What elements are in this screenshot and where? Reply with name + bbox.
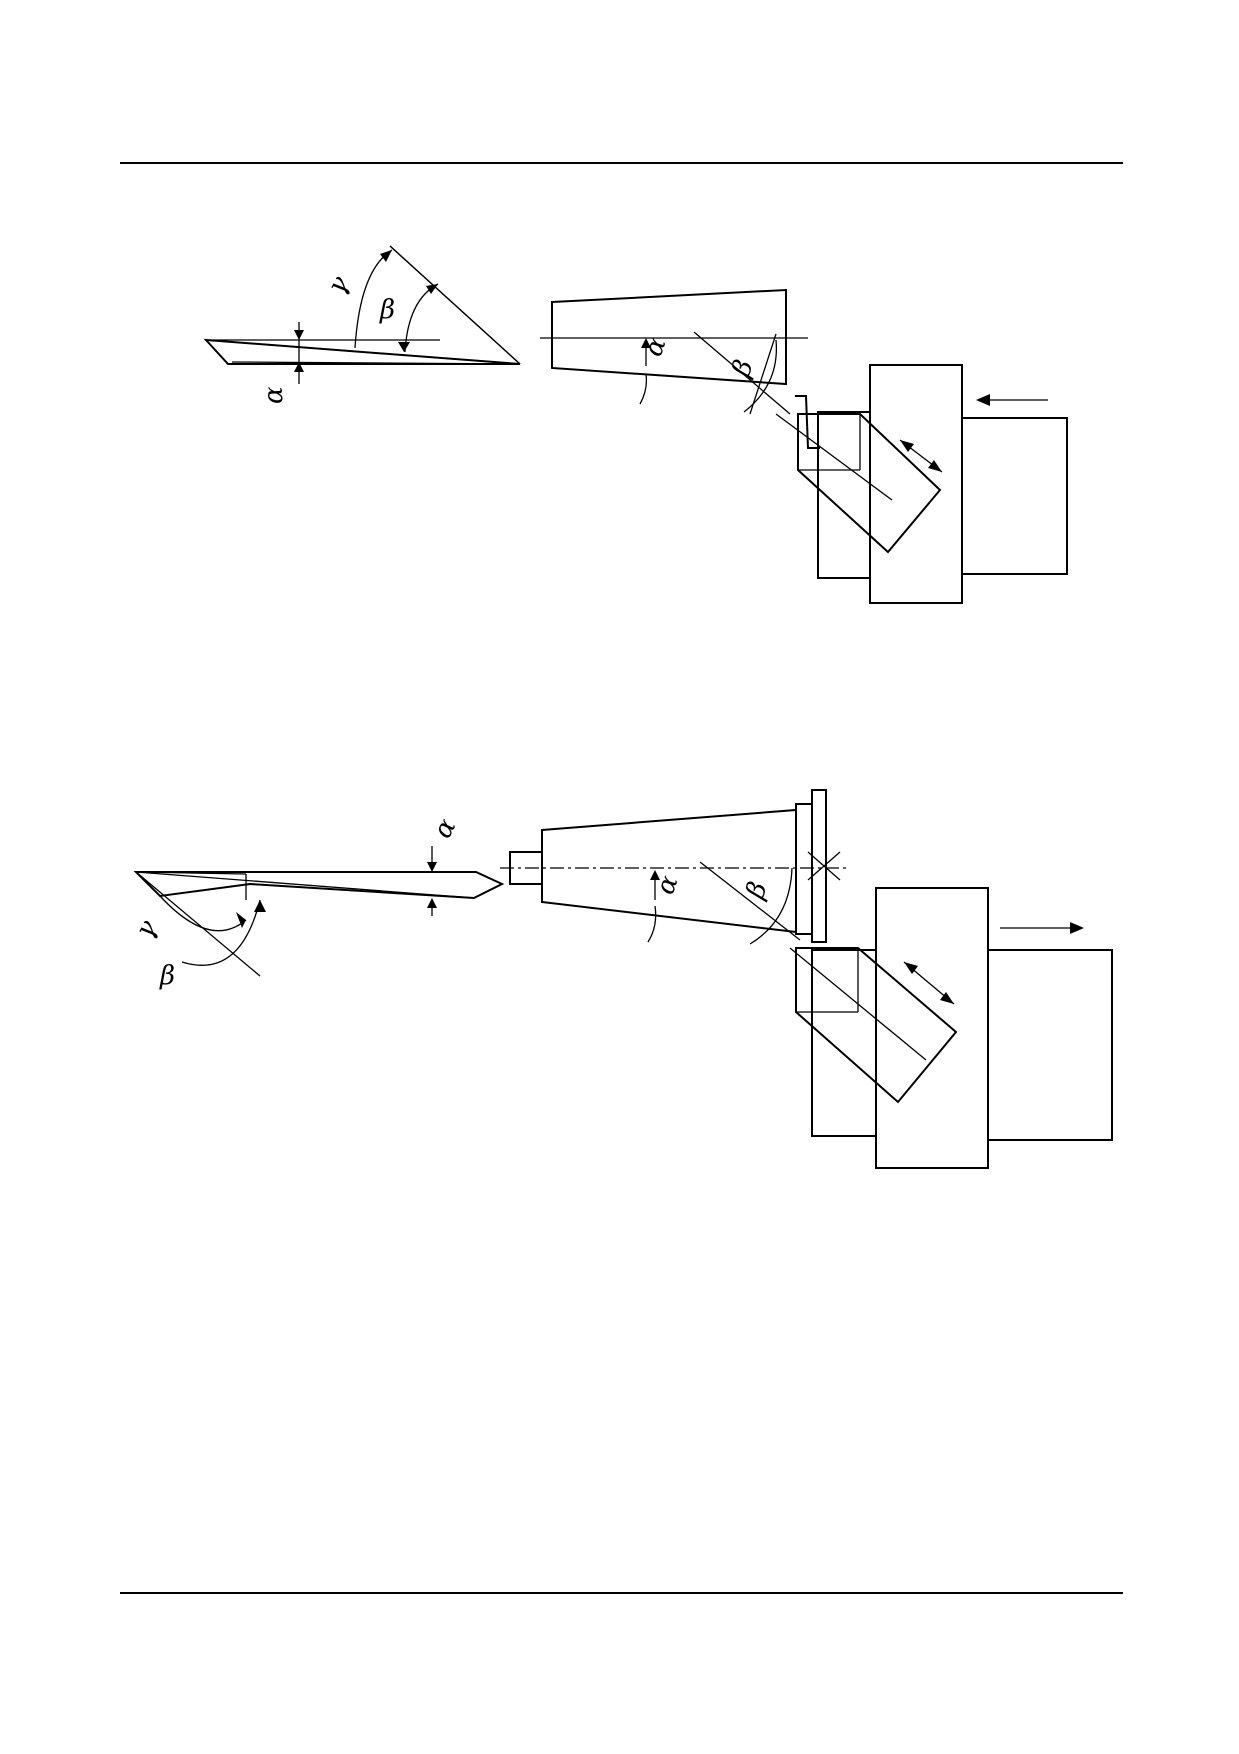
tool-body-bottom bbox=[500, 789, 850, 945]
grinding-machine-top bbox=[775, 364, 1068, 604]
beta-label-blade-bottom: β bbox=[159, 961, 175, 991]
footer-rule bbox=[120, 1592, 1123, 1594]
alpha-label-blade-bottom: α bbox=[428, 813, 463, 843]
header-rule bbox=[120, 162, 1123, 164]
blade-bottom bbox=[133, 846, 505, 977]
figure-top: γ β α α β bbox=[203, 245, 1068, 604]
beta-label-tool-bottom: β bbox=[740, 878, 774, 903]
alpha-label-blade-top: α bbox=[259, 386, 289, 404]
gamma-label-blade-bottom: γ bbox=[130, 915, 164, 943]
grinding-machine-bottom bbox=[789, 887, 1113, 1169]
tool-body-top bbox=[540, 288, 808, 415]
figure-bottom: γ β α α β bbox=[130, 789, 1113, 1169]
blade-top bbox=[203, 245, 521, 384]
beta-label-blade-top: β bbox=[379, 295, 395, 325]
